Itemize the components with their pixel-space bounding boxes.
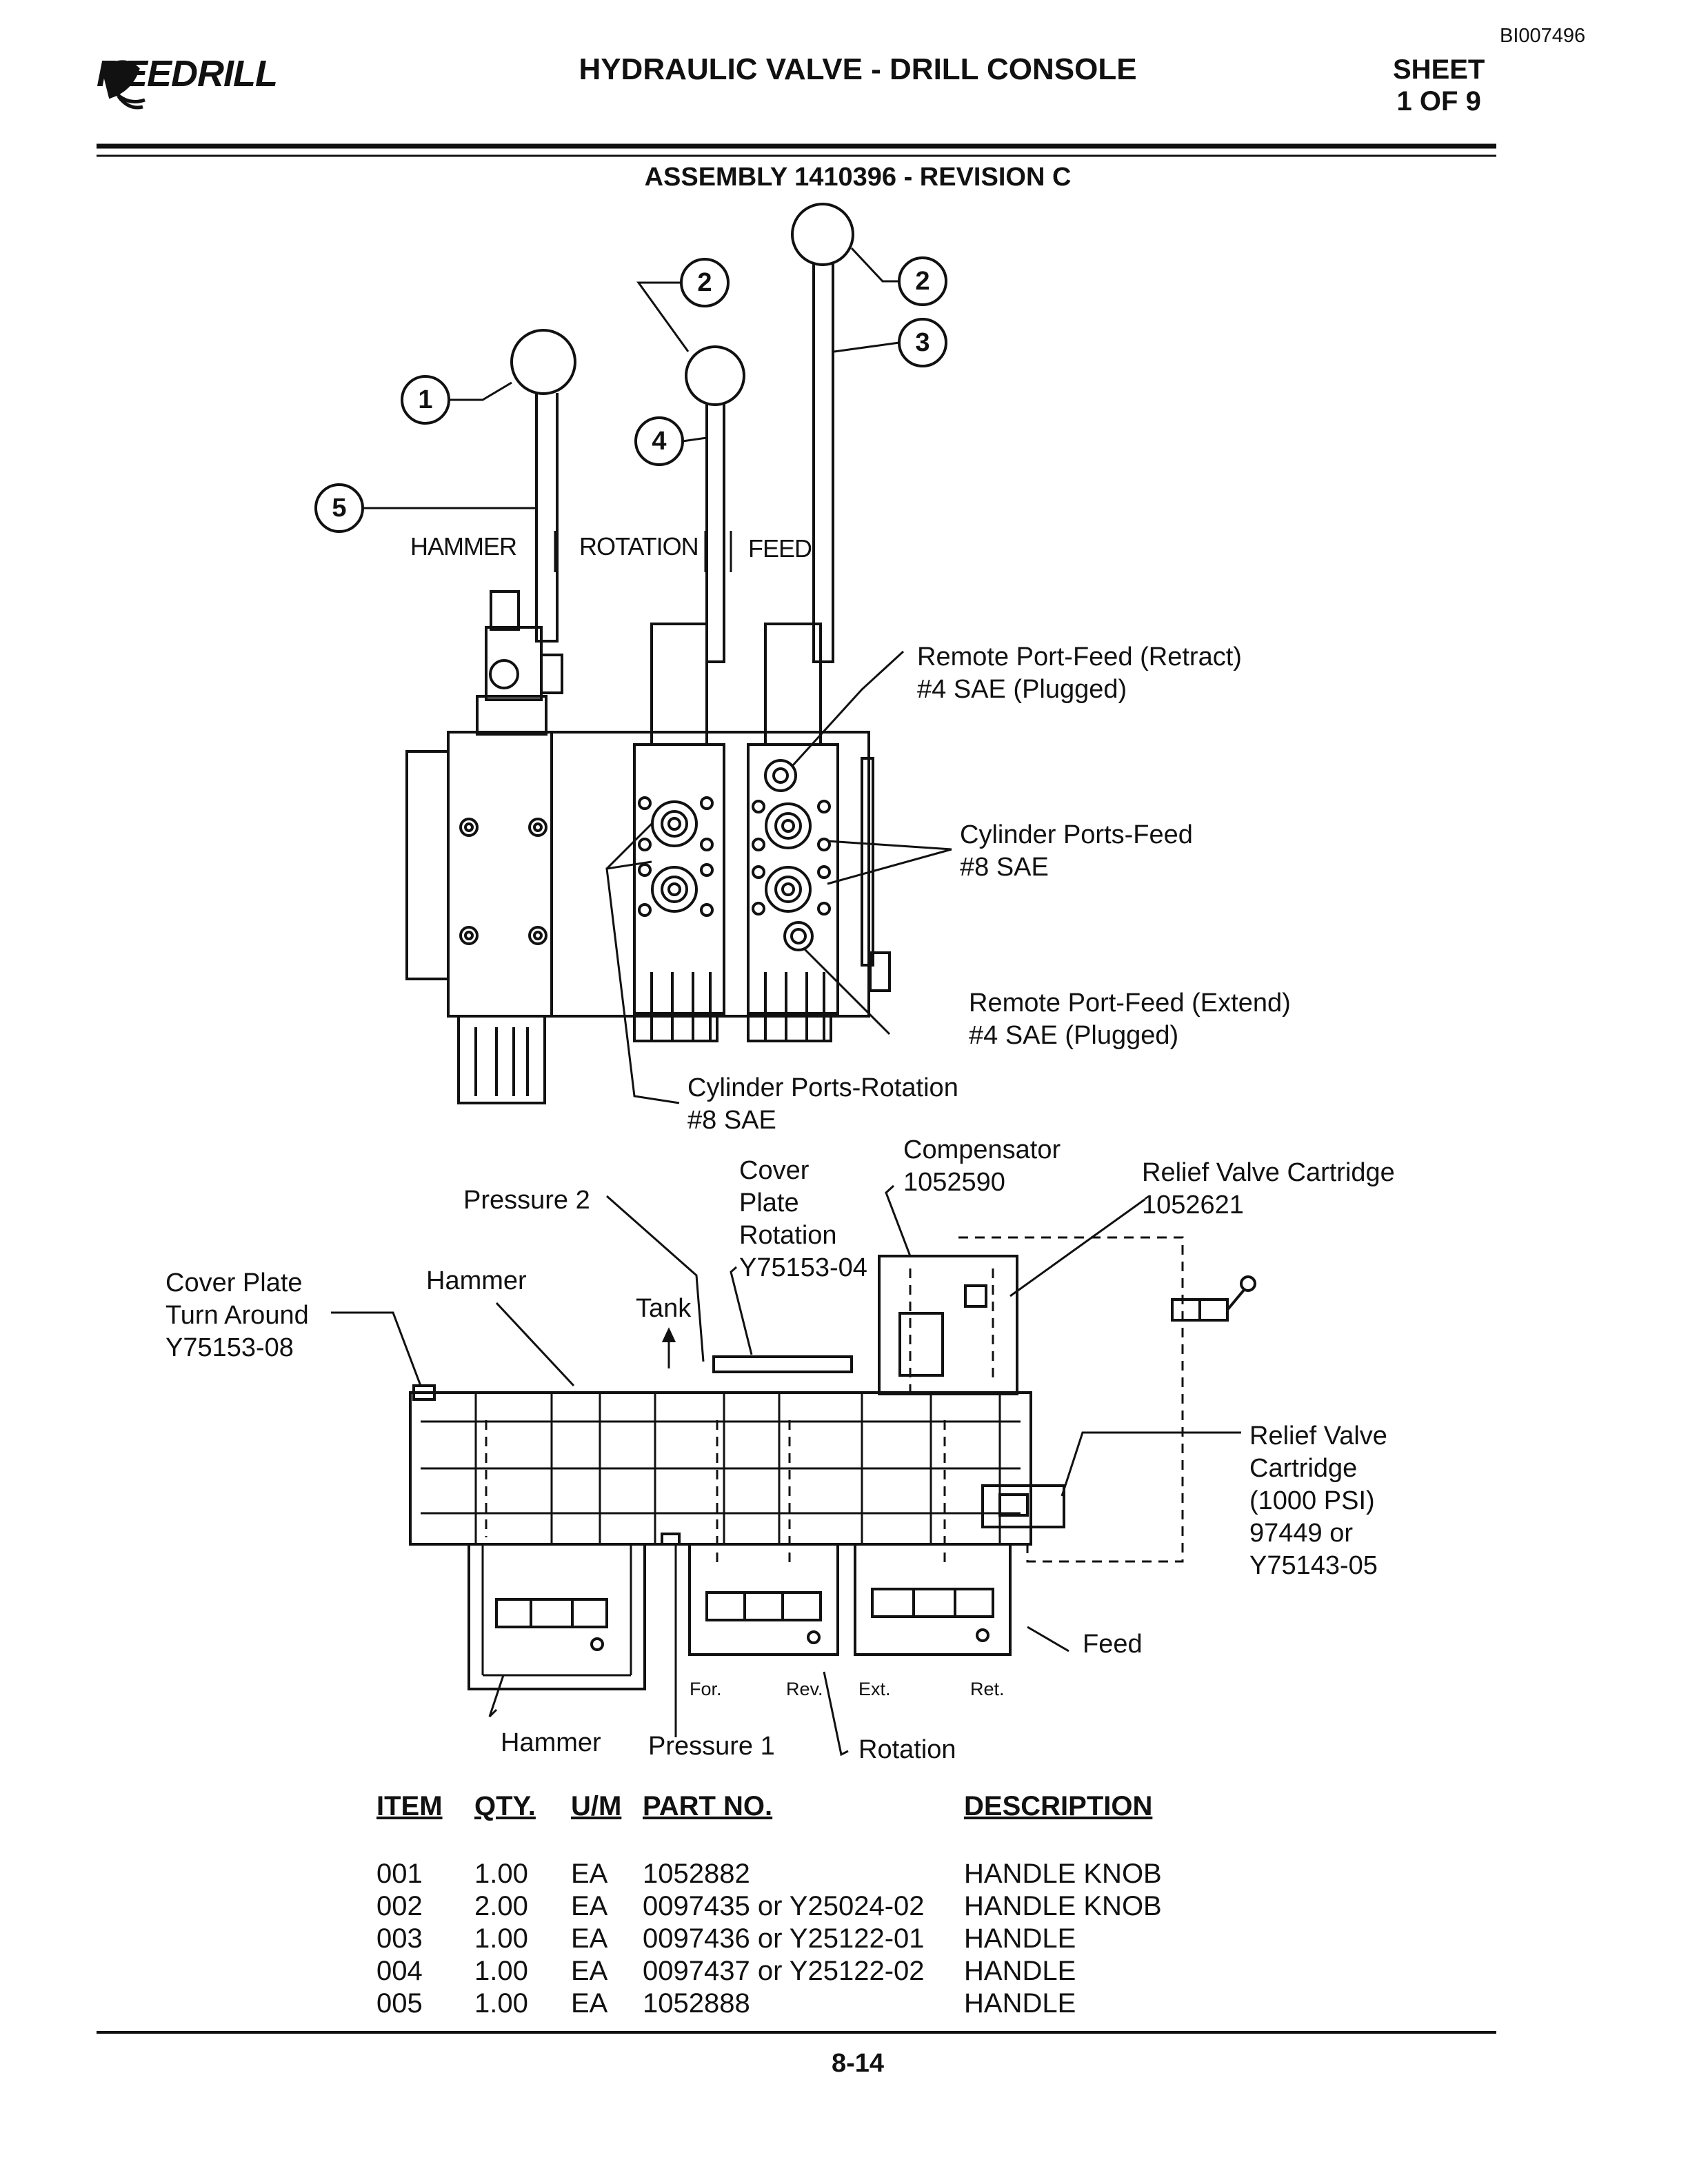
lever-feed bbox=[791, 203, 854, 663]
port-label-for: For. bbox=[690, 1679, 722, 1699]
port-label-ret: Ret. bbox=[970, 1679, 1005, 1699]
port-label-rev: Rev. bbox=[786, 1679, 823, 1699]
callout-number-3: 3 bbox=[915, 328, 930, 357]
knob-feed bbox=[791, 203, 854, 266]
assembly-title: ASSEMBLY 1410396 - REVISION C bbox=[644, 163, 1072, 192]
rotation-label: Rotation bbox=[858, 1735, 956, 1764]
col-header-qty: QTY. bbox=[474, 1791, 536, 1821]
page-title: HYDRAULIC VALVE - DRILL CONSOLE bbox=[579, 52, 1137, 86]
pressure-2-label: Pressure 2 bbox=[463, 1186, 590, 1215]
remote-port-retract-label: Remote Port-Feed (Retract) #4 SAE (Plugg… bbox=[917, 643, 1242, 704]
col-header-item: ITEM bbox=[376, 1791, 443, 1821]
lever-rotation bbox=[685, 345, 745, 663]
callout-number-5: 5 bbox=[332, 494, 347, 523]
hammer-top-label: Hammer bbox=[426, 1266, 527, 1295]
sheet-indicator: SHEET 1 OF 9 bbox=[1393, 54, 1485, 117]
callout-number-4: 4 bbox=[652, 427, 667, 456]
page-number: 8-14 bbox=[831, 2049, 885, 2078]
tank-label: Tank bbox=[636, 1294, 692, 1323]
col-header-um: U/M bbox=[571, 1791, 622, 1821]
compensator-label: Compensator 1052590 bbox=[903, 1135, 1061, 1197]
port-label-ext: Ext. bbox=[858, 1679, 891, 1699]
col-header-part-no: PART NO. bbox=[643, 1791, 773, 1821]
cylinder-ports-feed-label: Cylinder Ports-Feed #8 SAE bbox=[960, 820, 1193, 882]
cylinder-ports-rotation-label: Cylinder Ports-Rotation #8 SAE bbox=[687, 1073, 958, 1135]
valve-bank-body bbox=[405, 590, 891, 1104]
lever-label-hammer: HAMMER bbox=[410, 532, 517, 560]
sheet-label: SHEET bbox=[1393, 54, 1485, 85]
document-id: BI007496 bbox=[1500, 25, 1586, 47]
remote-port-extend-label: Remote Port-Feed (Extend) #4 SAE (Plugge… bbox=[969, 989, 1291, 1050]
lever-label-feed: FEED bbox=[748, 534, 812, 563]
sheet-count: 1 OF 9 bbox=[1396, 86, 1481, 117]
callout-number-2a: 2 bbox=[697, 268, 712, 297]
col-header-description: DESCRIPTION bbox=[964, 1791, 1153, 1821]
callout-number-2b: 2 bbox=[915, 267, 930, 296]
callout-number-1: 1 bbox=[418, 385, 433, 414]
knob-hammer bbox=[510, 329, 576, 395]
knob-rotation bbox=[685, 345, 745, 406]
pressure-1-label: Pressure 1 bbox=[648, 1732, 775, 1761]
feed-label: Feed bbox=[1083, 1630, 1143, 1659]
relief-valve-cartridge-label: Relief Valve Cartridge 1052621 bbox=[1142, 1158, 1395, 1220]
logo-swirl-icon bbox=[101, 60, 145, 110]
lever-hammer bbox=[510, 329, 576, 643]
hammer-bottom-label: Hammer bbox=[501, 1728, 601, 1757]
cover-plate-rotation-label: Cover Plate Rotation Y75153-04 bbox=[739, 1156, 867, 1282]
relief-valve-1000psi-label: Relief Valve Cartridge (1000 PSI) 97449 … bbox=[1249, 1422, 1387, 1580]
hydraulic-schematic bbox=[409, 1236, 1256, 1690]
cover-plate-turnaround-label: Cover Plate Turn Around Y75153-08 bbox=[165, 1268, 309, 1362]
lever-label-rotation: ROTATION bbox=[579, 532, 699, 560]
